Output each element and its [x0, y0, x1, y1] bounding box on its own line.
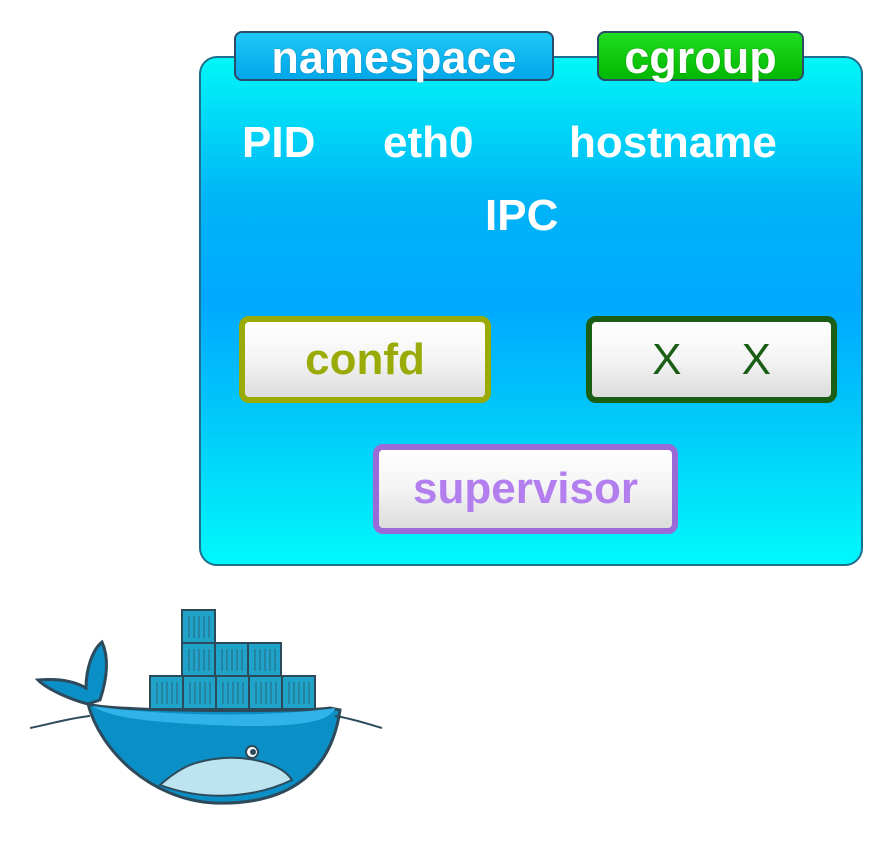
confd-process: confd	[239, 316, 491, 403]
docker-whale-icon	[30, 609, 383, 805]
namespace-tag: namespace	[234, 31, 554, 83]
eth0-label: eth0	[383, 118, 474, 167]
cgroup-tag: cgroup	[597, 31, 804, 83]
supervisor-label: supervisor	[413, 464, 638, 513]
unknown-process: X X	[586, 316, 837, 403]
pid-label: PID	[242, 118, 316, 167]
confd-label: confd	[305, 334, 425, 384]
ipc-label: IPC	[485, 191, 559, 240]
x-label-right: X	[741, 334, 771, 384]
hostname-label: hostname	[569, 118, 777, 167]
x-label-left: X	[652, 334, 682, 384]
supervisor-process: supervisor	[373, 444, 678, 534]
